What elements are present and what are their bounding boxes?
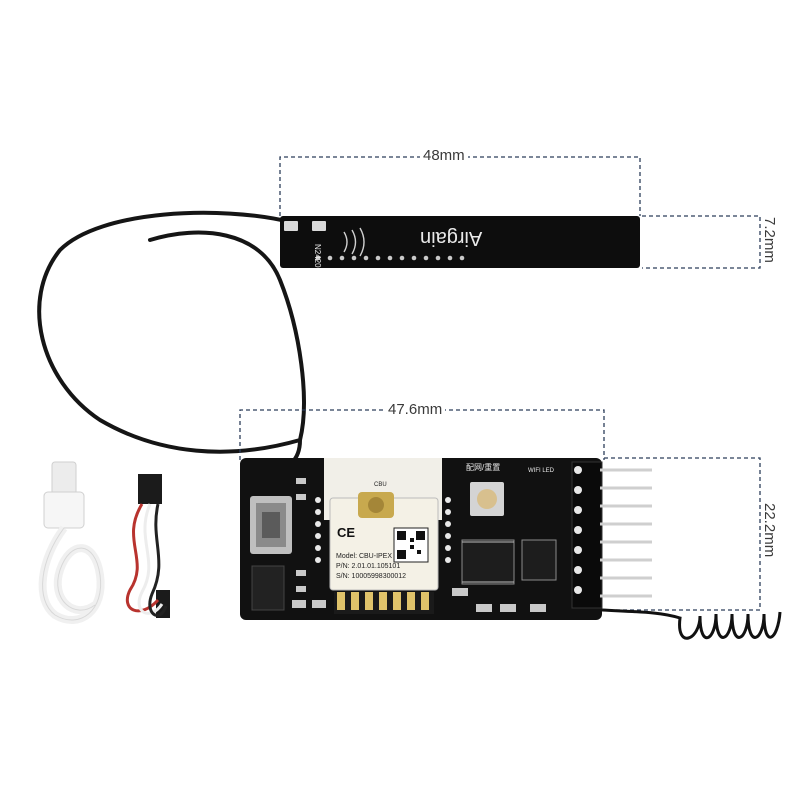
module-sn-text: S/N: 10005998300012 bbox=[336, 573, 407, 580]
antenna-model-text: N2420 bbox=[313, 244, 322, 268]
antenna-length-label: 48mm bbox=[420, 148, 468, 164]
jumper-wire-harness bbox=[125, 474, 170, 618]
usb-cable bbox=[38, 461, 105, 624]
qr-code bbox=[393, 527, 429, 563]
ce-mark: CE bbox=[337, 525, 356, 540]
board-width-label: 22.2mm bbox=[761, 500, 778, 561]
flex-antenna bbox=[280, 216, 640, 268]
module-model-text: Model: CBU-IPEX bbox=[336, 553, 393, 560]
board-length-label: 47.6mm bbox=[385, 402, 446, 418]
pairing-reset-label: 配网/重置 bbox=[466, 463, 501, 472]
module-pn-text: P/N: 2.01.01.105101 bbox=[336, 563, 401, 570]
spring-antenna bbox=[601, 608, 782, 640]
antenna-brand-text: Airgain bbox=[420, 227, 483, 249]
antenna-width-label: 7.2mm bbox=[761, 214, 778, 266]
wifi-led-label: WIFI LED bbox=[528, 468, 555, 474]
module-brand-text: CBU bbox=[374, 482, 387, 488]
pin-header bbox=[571, 461, 652, 609]
controller-board bbox=[240, 458, 652, 620]
